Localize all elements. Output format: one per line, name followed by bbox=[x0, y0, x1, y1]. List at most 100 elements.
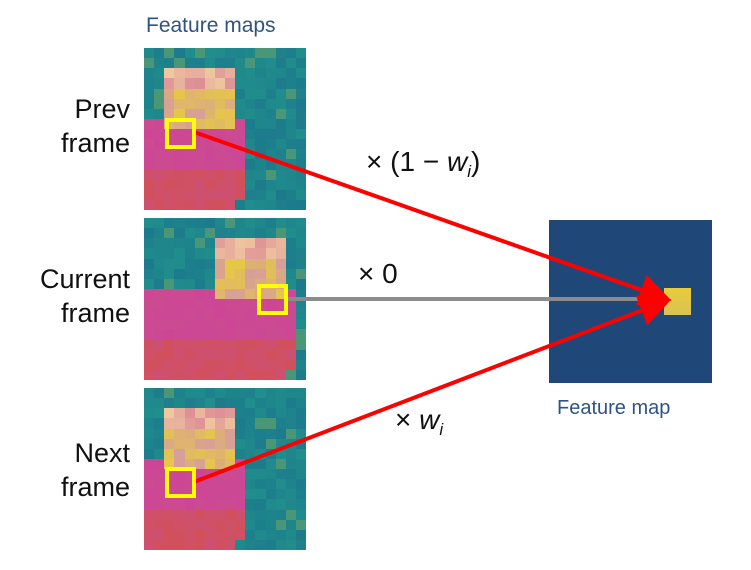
feature-map-cell bbox=[285, 299, 296, 310]
feature-map-cell bbox=[154, 469, 165, 480]
times-symbol: × bbox=[395, 404, 412, 435]
feature-map-cell bbox=[235, 78, 246, 89]
feature-map-cell bbox=[255, 108, 266, 119]
feature-map-cell bbox=[255, 398, 266, 409]
feature-map-cell bbox=[154, 278, 165, 289]
feature-map-cell bbox=[235, 88, 246, 99]
feature-map-cell bbox=[174, 179, 185, 190]
feature-map-cell bbox=[235, 68, 246, 79]
feature-map-cell bbox=[245, 349, 256, 360]
feature-map-cell bbox=[154, 489, 165, 500]
feature-map-cell bbox=[204, 349, 215, 360]
feature-map-cell bbox=[245, 159, 256, 170]
feature-map-cell bbox=[184, 529, 195, 540]
feature-map-cell bbox=[255, 339, 266, 350]
feature-map-cell bbox=[144, 299, 155, 310]
feature-map-cell bbox=[255, 448, 266, 459]
feature-map-cell bbox=[255, 189, 266, 200]
feature-map-cell bbox=[265, 268, 276, 279]
feature-map-cell bbox=[194, 359, 205, 370]
feature-map-cell bbox=[225, 189, 236, 200]
feature-map-cell bbox=[275, 108, 286, 119]
feature-map-cell bbox=[174, 78, 185, 89]
feature-map-cell bbox=[265, 218, 276, 229]
feature-map-cell bbox=[235, 539, 246, 550]
feature-map-cell bbox=[235, 159, 246, 170]
feature-map-cell bbox=[184, 228, 195, 239]
feature-map-cell bbox=[255, 408, 266, 419]
feature-map-cell bbox=[265, 159, 276, 170]
feature-map-cell bbox=[204, 519, 215, 530]
feature-map-cell bbox=[164, 458, 175, 469]
feature-map-cell bbox=[245, 388, 256, 399]
current-frame-feature-map bbox=[144, 218, 306, 380]
feature-map-cell bbox=[255, 418, 266, 429]
feature-map-cell bbox=[214, 278, 225, 289]
feature-map-cell bbox=[144, 398, 155, 409]
feature-map-cell bbox=[214, 179, 225, 190]
feature-map-cell bbox=[265, 258, 276, 269]
feature-map-cell bbox=[194, 88, 205, 99]
feature-map-cell bbox=[144, 339, 155, 350]
feature-map-cell bbox=[194, 159, 205, 170]
feature-map-cell bbox=[255, 199, 266, 210]
feature-map-cell bbox=[245, 179, 256, 190]
feature-map-cell bbox=[194, 519, 205, 530]
feature-map-cell bbox=[285, 48, 296, 59]
feature-map-cell bbox=[174, 329, 185, 340]
feature-map-cell bbox=[194, 108, 205, 119]
feature-map-cell bbox=[295, 98, 306, 109]
feature-map-cell bbox=[235, 98, 246, 109]
feature-map-cell bbox=[245, 118, 256, 129]
feature-map-cell bbox=[184, 309, 195, 320]
feature-map-cell bbox=[174, 398, 185, 409]
feature-map-cell bbox=[164, 268, 175, 279]
feature-map-cell bbox=[184, 98, 195, 109]
feature-map-cell bbox=[245, 369, 256, 380]
feature-map-cell bbox=[164, 248, 175, 259]
feature-map-cell bbox=[255, 509, 266, 520]
feature-map-cell bbox=[295, 539, 306, 550]
feature-map-cell bbox=[245, 519, 256, 530]
feature-map-cell bbox=[285, 309, 296, 320]
feature-map-cell bbox=[164, 408, 175, 419]
feature-map-cell bbox=[194, 238, 205, 249]
feature-map-cell bbox=[225, 288, 236, 299]
feature-map-cell bbox=[154, 319, 165, 330]
feature-map-cell bbox=[295, 179, 306, 190]
feature-map-cell bbox=[154, 58, 165, 69]
feature-map-cell bbox=[144, 438, 155, 449]
prev-weight-open: (1 − bbox=[390, 146, 447, 177]
feature-map-cell bbox=[154, 118, 165, 129]
feature-map-cell bbox=[164, 349, 175, 360]
feature-map-cell bbox=[144, 48, 155, 59]
feature-map-cell bbox=[144, 179, 155, 190]
next-frame-label-line1: Next bbox=[74, 438, 130, 468]
feature-map-cell bbox=[285, 189, 296, 200]
feature-map-cell bbox=[295, 238, 306, 249]
feature-map-cell bbox=[194, 179, 205, 190]
feature-map-cell bbox=[235, 149, 246, 160]
feature-map-cell bbox=[275, 489, 286, 500]
feature-map-cell bbox=[235, 408, 246, 419]
feature-map-cell bbox=[245, 539, 256, 550]
feature-map-cell bbox=[204, 428, 215, 439]
feature-map-cell bbox=[245, 258, 256, 269]
feature-map-cell bbox=[144, 469, 155, 480]
feature-map-cell bbox=[164, 539, 175, 550]
feature-map-cell bbox=[225, 228, 236, 239]
next-weight-label: × wi bbox=[395, 404, 443, 440]
times-symbol: × bbox=[366, 146, 383, 177]
feature-map-cell bbox=[295, 359, 306, 370]
feature-map-cell bbox=[295, 48, 306, 59]
feature-map-cell bbox=[214, 408, 225, 419]
feature-map-cell bbox=[214, 319, 225, 330]
feature-map-cell bbox=[265, 238, 276, 249]
feature-map-cell bbox=[225, 118, 236, 129]
feature-map-cell bbox=[295, 248, 306, 259]
feature-map-cell bbox=[214, 299, 225, 310]
feature-map-cell bbox=[144, 228, 155, 239]
feature-map-cell bbox=[164, 118, 175, 129]
feature-map-cell bbox=[235, 309, 246, 320]
feature-map-cell bbox=[164, 359, 175, 370]
